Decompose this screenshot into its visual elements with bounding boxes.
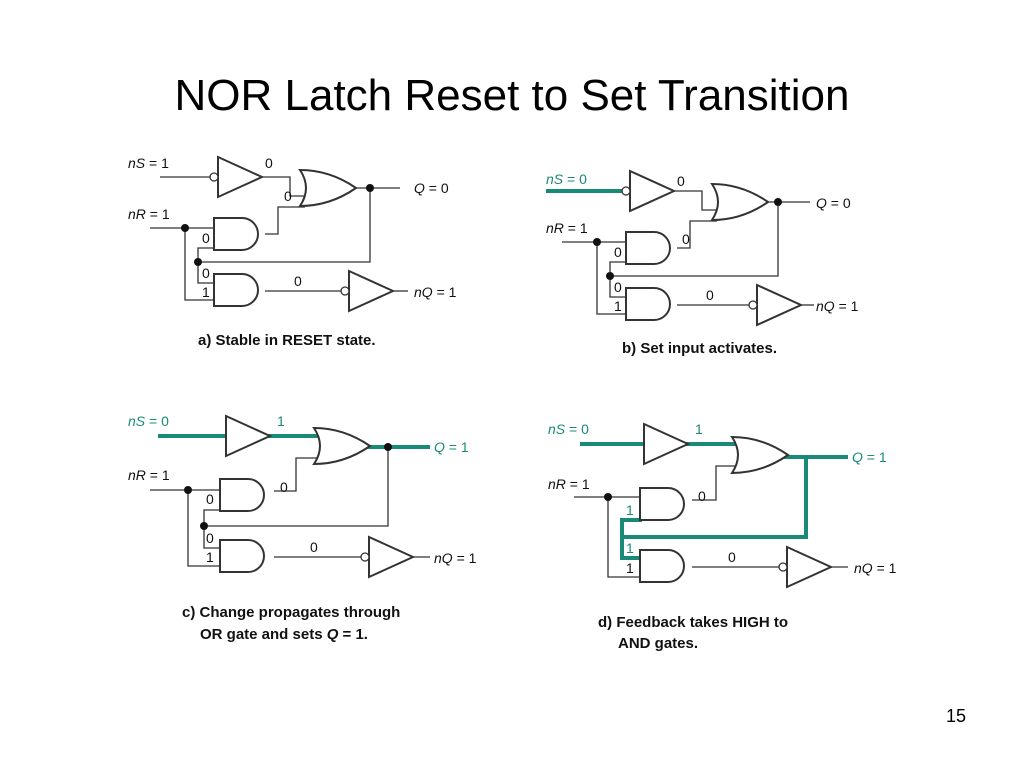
- slide-title: NOR Latch Reset to Set Transition: [174, 71, 850, 120]
- svg-text:Q = 1: Q = 1: [852, 449, 887, 465]
- svg-text:nQ = 1: nQ = 1: [434, 550, 477, 566]
- or-gate: [299, 169, 357, 207]
- svg-text:0: 0: [202, 265, 210, 281]
- svg-text:nQ = 1: nQ = 1: [854, 560, 897, 576]
- svg-text:1: 1: [277, 413, 285, 429]
- svg-text:nQ = 1: nQ = 1: [414, 284, 457, 300]
- svg-text:Q = 1: Q = 1: [434, 439, 469, 455]
- panel-a: nS = 1 nR = 1 Q = 0 nQ = 1 0 0 0 0 1 0 a…: [128, 155, 457, 349]
- svg-text:nR = 1: nR = 1: [546, 220, 588, 236]
- panel-b: nS = 0 nR = 1 Q = 0 nQ = 1 0 0 0 0 1 0 b…: [546, 170, 859, 357]
- svg-text:1: 1: [626, 502, 634, 518]
- svg-text:0: 0: [614, 244, 622, 260]
- and-gate-2: [213, 273, 259, 307]
- svg-text:nR = 1: nR = 1: [128, 467, 170, 483]
- svg-text:0: 0: [265, 155, 273, 171]
- svg-text:1: 1: [626, 560, 634, 576]
- svg-text:0: 0: [728, 549, 736, 565]
- svg-text:0: 0: [206, 491, 214, 507]
- svg-text:nQ = 1: nQ = 1: [816, 298, 859, 314]
- svg-text:1: 1: [626, 540, 634, 556]
- svg-text:nR = 1: nR = 1: [548, 476, 590, 492]
- svg-text:1: 1: [202, 284, 210, 300]
- svg-text:0: 0: [202, 230, 210, 246]
- svg-text:0: 0: [294, 273, 302, 289]
- svg-text:Q = 0: Q = 0: [816, 195, 851, 211]
- svg-text:0: 0: [706, 287, 714, 303]
- slide-number: 15: [945, 706, 966, 726]
- svg-text:1: 1: [206, 549, 214, 565]
- panel-d: nS = 0 nR = 1 Q = 1 nQ = 1 1 0 1 1 1 0 d…: [548, 421, 897, 652]
- caption-d-line2: AND gates.: [618, 635, 698, 652]
- panel-c: nS = 0 nR = 1 Q = 1 nQ = 1 1 0 0 0 1 0 c…: [128, 413, 477, 643]
- svg-text:0: 0: [206, 530, 214, 546]
- and-gate-1: [213, 217, 259, 251]
- svg-text:nS = 0: nS = 0: [548, 421, 589, 437]
- svg-text:0: 0: [682, 231, 690, 247]
- svg-text:0: 0: [614, 279, 622, 295]
- svg-text:Q = 0: Q = 0: [414, 180, 449, 196]
- caption-d-line1: d) Feedback takes HIGH to: [598, 614, 788, 631]
- svg-text:nS = 0: nS = 0: [546, 171, 587, 187]
- caption-c-line2: OR gate and sets Q = 1.: [200, 626, 368, 643]
- svg-text:nS = 1: nS = 1: [128, 155, 169, 171]
- svg-text:1: 1: [695, 421, 703, 437]
- caption-b: b) Set input activates.: [622, 340, 777, 357]
- svg-text:0: 0: [284, 188, 292, 204]
- caption-c-line1: c) Change propagates through: [182, 604, 400, 621]
- svg-text:0: 0: [698, 488, 706, 504]
- svg-text:nR = 1: nR = 1: [128, 206, 170, 222]
- caption-a: a) Stable in RESET state.: [198, 332, 376, 349]
- svg-text:0: 0: [677, 173, 685, 189]
- svg-text:0: 0: [280, 479, 288, 495]
- svg-text:nS = 0: nS = 0: [128, 413, 169, 429]
- svg-text:0: 0: [310, 539, 318, 555]
- inverter: [348, 270, 394, 312]
- svg-text:1: 1: [614, 298, 622, 314]
